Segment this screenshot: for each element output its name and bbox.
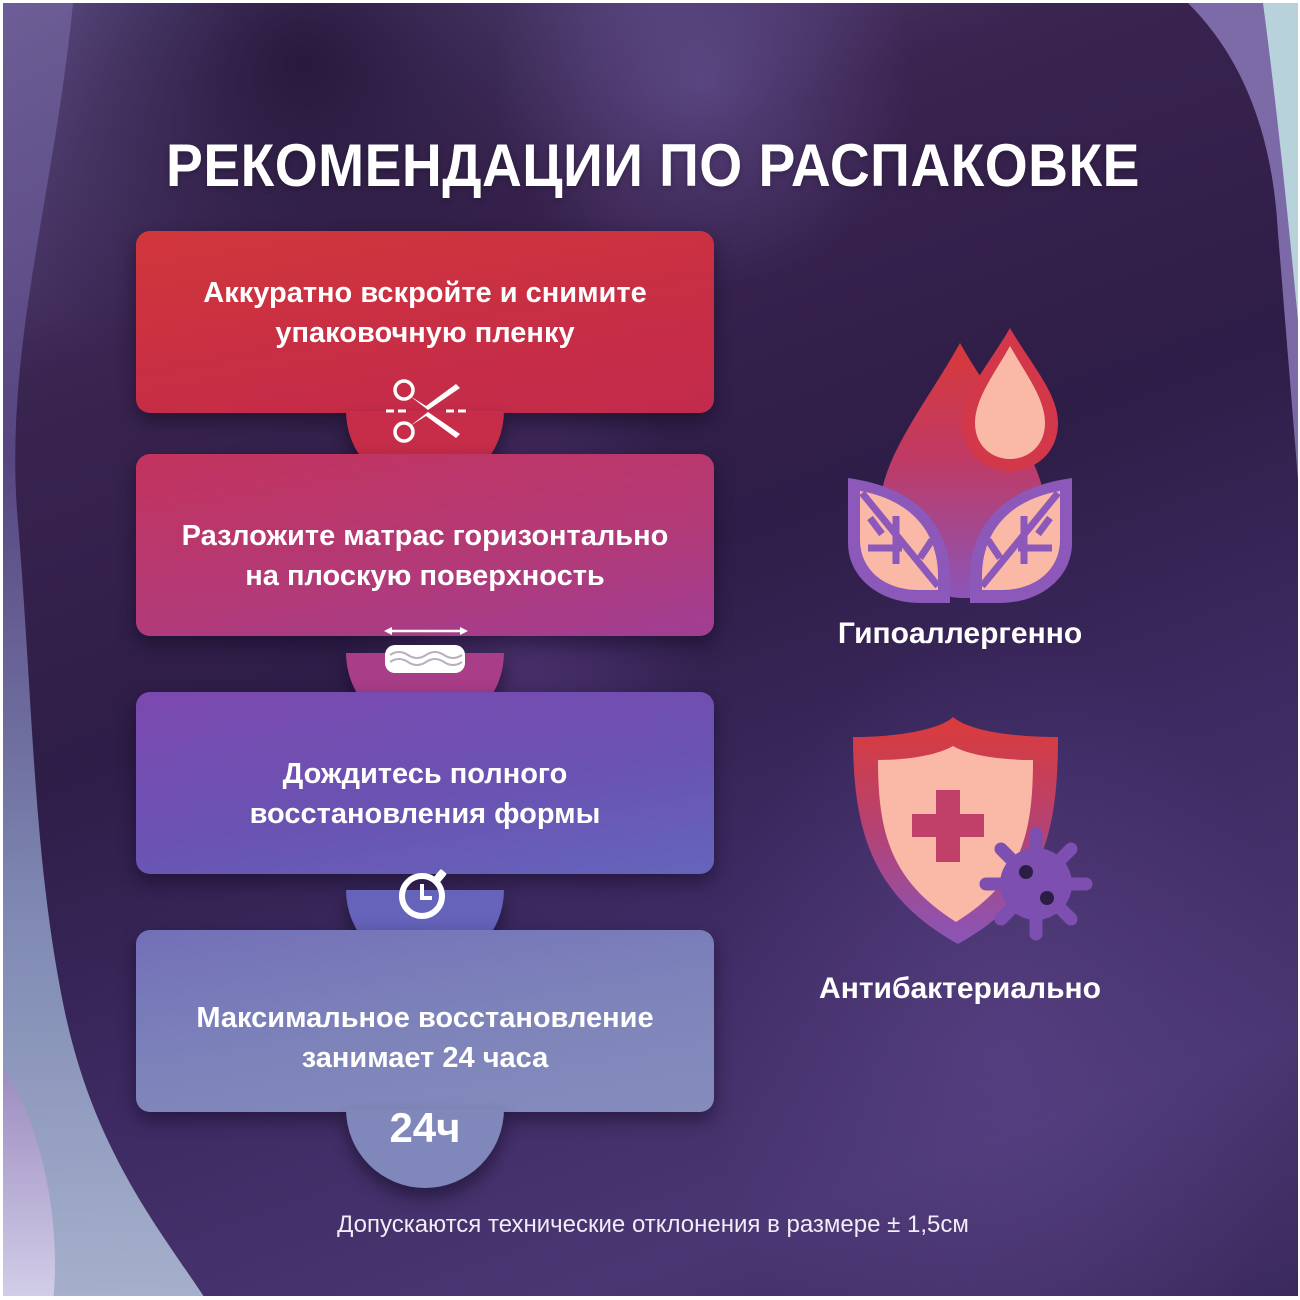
shield-virus-icon <box>853 717 1093 944</box>
feature-label-hypoallergenic: Гипоаллергенно <box>837 617 1083 650</box>
mattress-horizontal-icon <box>384 627 468 673</box>
step-card-unwrap: Аккуратно вскройте и снимите упаковочную… <box>136 231 714 413</box>
24-hours-badge: 24ч <box>389 1104 461 1151</box>
step-text: Максимальное восстановление занимает 24 … <box>196 1002 654 1074</box>
decorative-wave-right <box>1188 3 1298 480</box>
decorative-wave-left <box>3 3 204 1296</box>
stopwatch-icon <box>399 869 447 919</box>
scissors-cut-icon <box>386 379 466 443</box>
size-tolerance-note: Допускаются технические отклонения в раз… <box>337 1211 969 1238</box>
step-text: Аккуратно вскройте и снимите упаковочную… <box>203 277 647 349</box>
feature-label-antibacterial: Антибактериально <box>819 972 1101 1005</box>
drops-leaves-icon <box>848 328 1072 603</box>
step-card-24h: Максимальное восстановление занимает 24 … <box>136 930 714 1112</box>
step-card-lay-flat: Разложите матрас горизонтально на плоску… <box>136 454 714 636</box>
step-text: Разложите матрас горизонтально на плоску… <box>181 520 669 592</box>
page-title: РЕКОМЕНДАЦИИ ПО РАСПАКОВКЕ <box>166 132 1140 199</box>
step-card-wait-recovery: Дождитесь полного восстановления формы <box>136 692 714 874</box>
step-text: Дождитесь полного восстановления формы <box>249 758 601 830</box>
